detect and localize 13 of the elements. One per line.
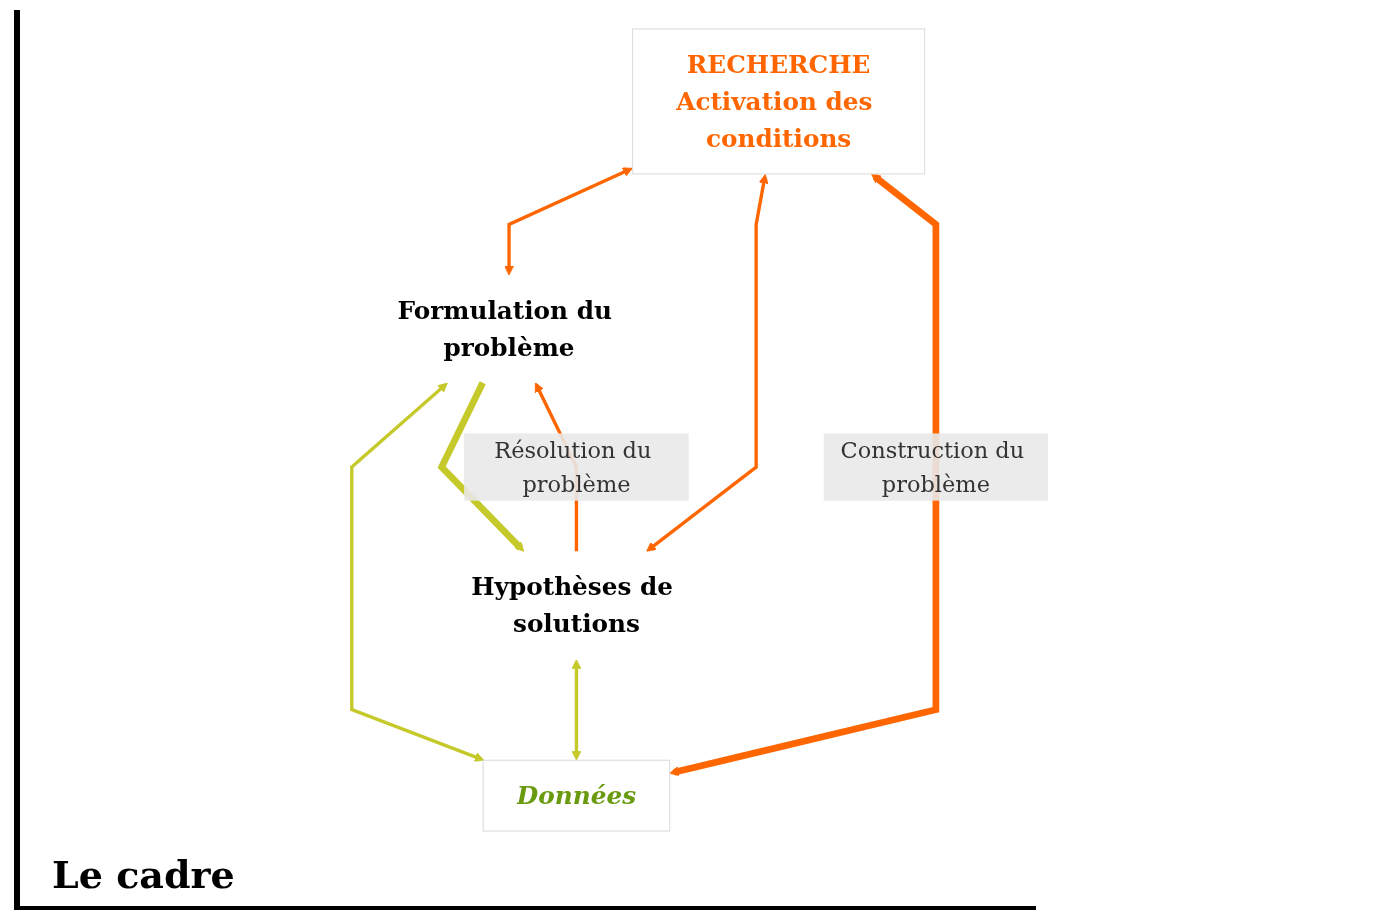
arrow (437, 381, 525, 552)
edge-label: Résolution du problème (494, 436, 652, 498)
arrow (504, 167, 633, 276)
frame-title: Le cadre (52, 852, 235, 897)
node-text: Hypothèses de solutions (471, 571, 674, 638)
node-box: RECHERCHE Activation des conditions (632, 28, 926, 175)
node-text: Formulation du problème (397, 295, 612, 362)
arrow (669, 173, 940, 777)
arrow (646, 173, 769, 552)
edge-label: Construction du problème (840, 436, 1025, 498)
node-box: Données (482, 759, 671, 832)
arrow (350, 382, 485, 762)
arrow (571, 659, 582, 761)
